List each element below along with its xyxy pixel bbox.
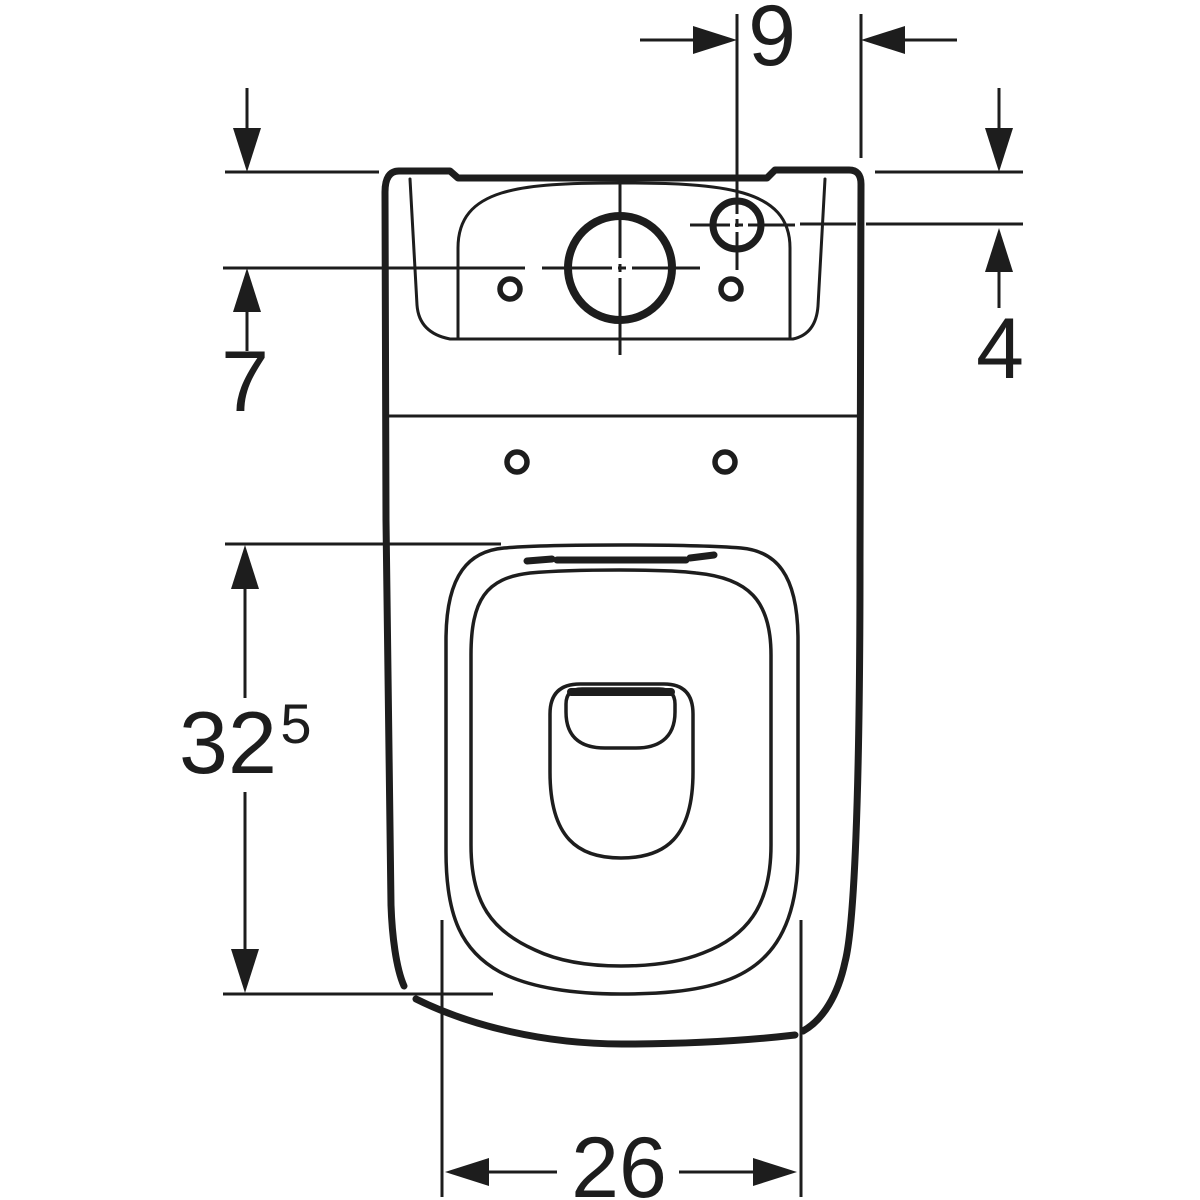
dim-26-arrow-left [445, 1158, 489, 1186]
flush-valve-arch [456, 181, 792, 341]
dim-26-arrow-right [753, 1158, 797, 1186]
dimension-seat-length: 32 5 [179, 542, 501, 996]
dim-32-superscript: 5 [280, 692, 311, 755]
dimension-bowl-width: 26 [440, 920, 803, 1200]
seat-bolt-hole-right [712, 449, 738, 475]
dim-7-arrow-down [233, 128, 261, 172]
dimension-top-width: 9 [640, 0, 957, 158]
dim-26-label: 26 [571, 1120, 667, 1200]
center-lines [542, 14, 795, 355]
seat-hinge-dash-right [686, 551, 718, 562]
dim-4-arrow-down [985, 128, 1013, 172]
bowl-water-outline [548, 682, 695, 860]
dim-32-arrow-up [231, 545, 259, 589]
bowl-sump-outline [564, 687, 677, 750]
dim-4-label: 4 [976, 301, 1024, 397]
body-outline [381, 166, 865, 1035]
cistern-bolt-hole-left [497, 276, 523, 302]
dim-4-arrow-up [985, 228, 1013, 272]
dim-32-arrow-down [231, 949, 259, 993]
dim-9-label: 9 [748, 0, 796, 84]
wc-body [381, 166, 865, 1048]
dim-32-label: 32 [179, 693, 277, 792]
seat-bolt-hole-left [504, 449, 530, 475]
dim-9-arrow-left [693, 26, 737, 54]
seat-hinge-dash-left [523, 555, 556, 565]
dim-7-label: 7 [221, 334, 269, 430]
cistern-bolt-hole-right [718, 276, 744, 302]
dim-7-arrow-up [233, 268, 261, 312]
dimension-inlet-offset: 4 [800, 88, 1024, 397]
cistern-lid-inner-outline [408, 177, 827, 341]
seat-inner-rim [469, 568, 773, 968]
seat-outer-rim [444, 543, 800, 996]
dim-9-arrow-right [861, 26, 905, 54]
dimension-lid-depth: 7 [221, 88, 525, 430]
bowl-front-edge [412, 995, 799, 1048]
